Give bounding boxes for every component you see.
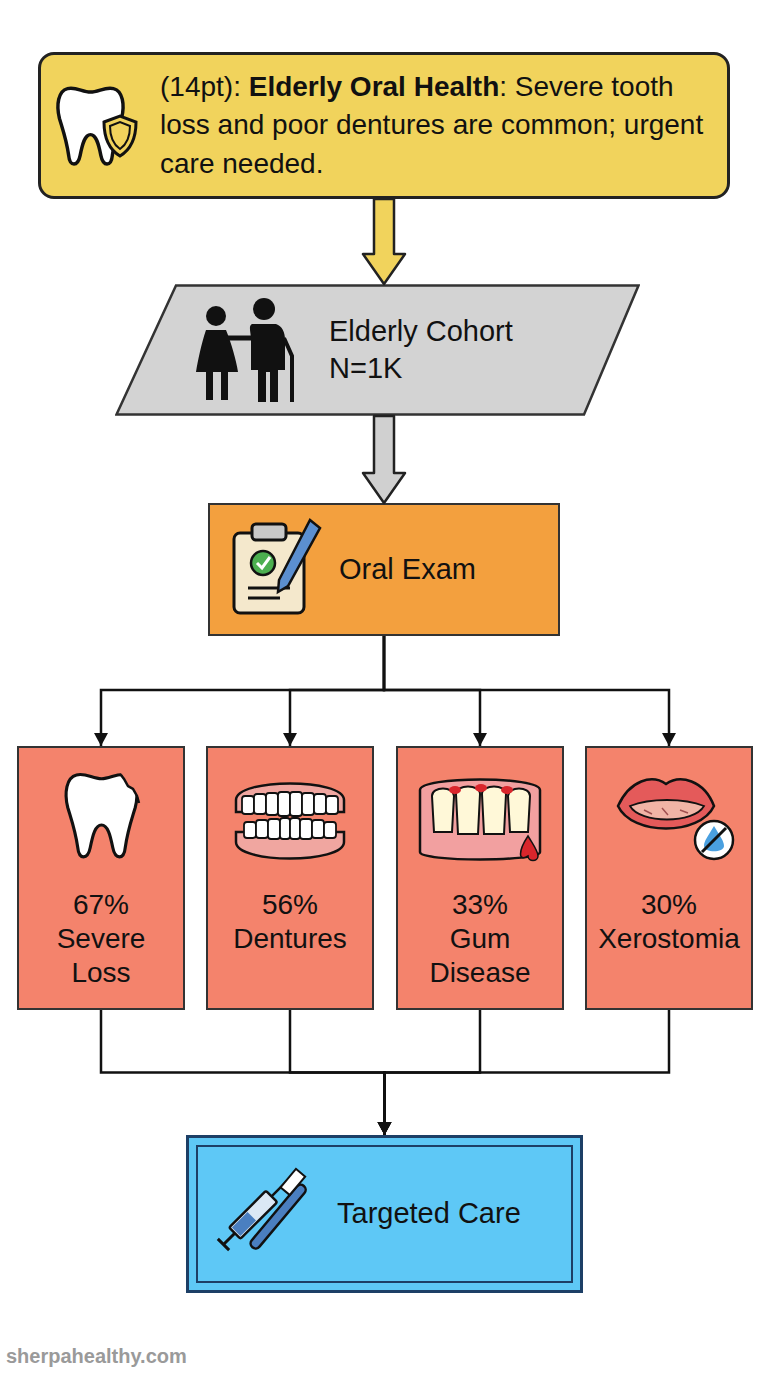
connector [101, 1010, 392, 1135]
node-label: 30% Xerostomia [598, 888, 740, 956]
connector [290, 1010, 392, 1135]
connector [283, 636, 384, 746]
flow-line [101, 1010, 385, 1135]
flow-line [290, 636, 384, 746]
node-label: 56% Dentures [233, 888, 347, 956]
node-label: (14pt): Elderly Oral Health: Severe toot… [160, 68, 713, 182]
title-box: (14pt): Elderly Oral Health: Severe toot… [38, 52, 730, 199]
parallelogram-outline [117, 286, 639, 415]
connector [384, 636, 676, 746]
parallelogram-shape [115, 284, 640, 416]
connector [378, 1010, 481, 1135]
connector [94, 636, 384, 746]
watermark: sherpahealthy.com [6, 1345, 187, 1368]
outcome-box: Targeted Care [186, 1135, 583, 1293]
flow-line [385, 1010, 670, 1135]
finding-box: 30% Xerostomia [585, 746, 753, 1010]
flow-line [384, 636, 480, 746]
arrow-head [378, 1122, 392, 1135]
arrow-head [473, 733, 487, 746]
node-label: Oral Exam [339, 550, 476, 589]
node-label: Targeted Care [337, 1194, 521, 1233]
flow-line [384, 636, 669, 746]
node-label: 33% Gum Disease [429, 888, 530, 990]
finding-box: 67% Severe Loss [17, 746, 185, 1010]
connector [363, 416, 405, 503]
finding-box: 33% Gum Disease [396, 746, 564, 1010]
connector [378, 1010, 670, 1135]
cohort-parallelogram: Elderly Cohort N=1K [115, 284, 640, 416]
arrow-head [94, 733, 108, 746]
flow-line [385, 1010, 481, 1135]
arrow-head [283, 733, 297, 746]
node-label: 67% Severe Loss [57, 888, 146, 990]
block-arrow [363, 199, 405, 284]
node-label: Elderly Cohort N=1K [329, 313, 561, 387]
arrow-head [662, 733, 676, 746]
bold-heading: Elderly Oral Health [249, 71, 500, 102]
flow-line [290, 1010, 385, 1135]
finding-box: 56% Dentures [206, 746, 374, 1010]
flow-line [101, 636, 384, 746]
connector [363, 199, 405, 284]
process-box: Oral Exam [208, 503, 560, 636]
arrow-head [378, 1122, 392, 1135]
arrow-head [378, 1122, 392, 1135]
connector [384, 636, 487, 746]
arrow-head [378, 1122, 392, 1135]
block-arrow [363, 416, 405, 503]
